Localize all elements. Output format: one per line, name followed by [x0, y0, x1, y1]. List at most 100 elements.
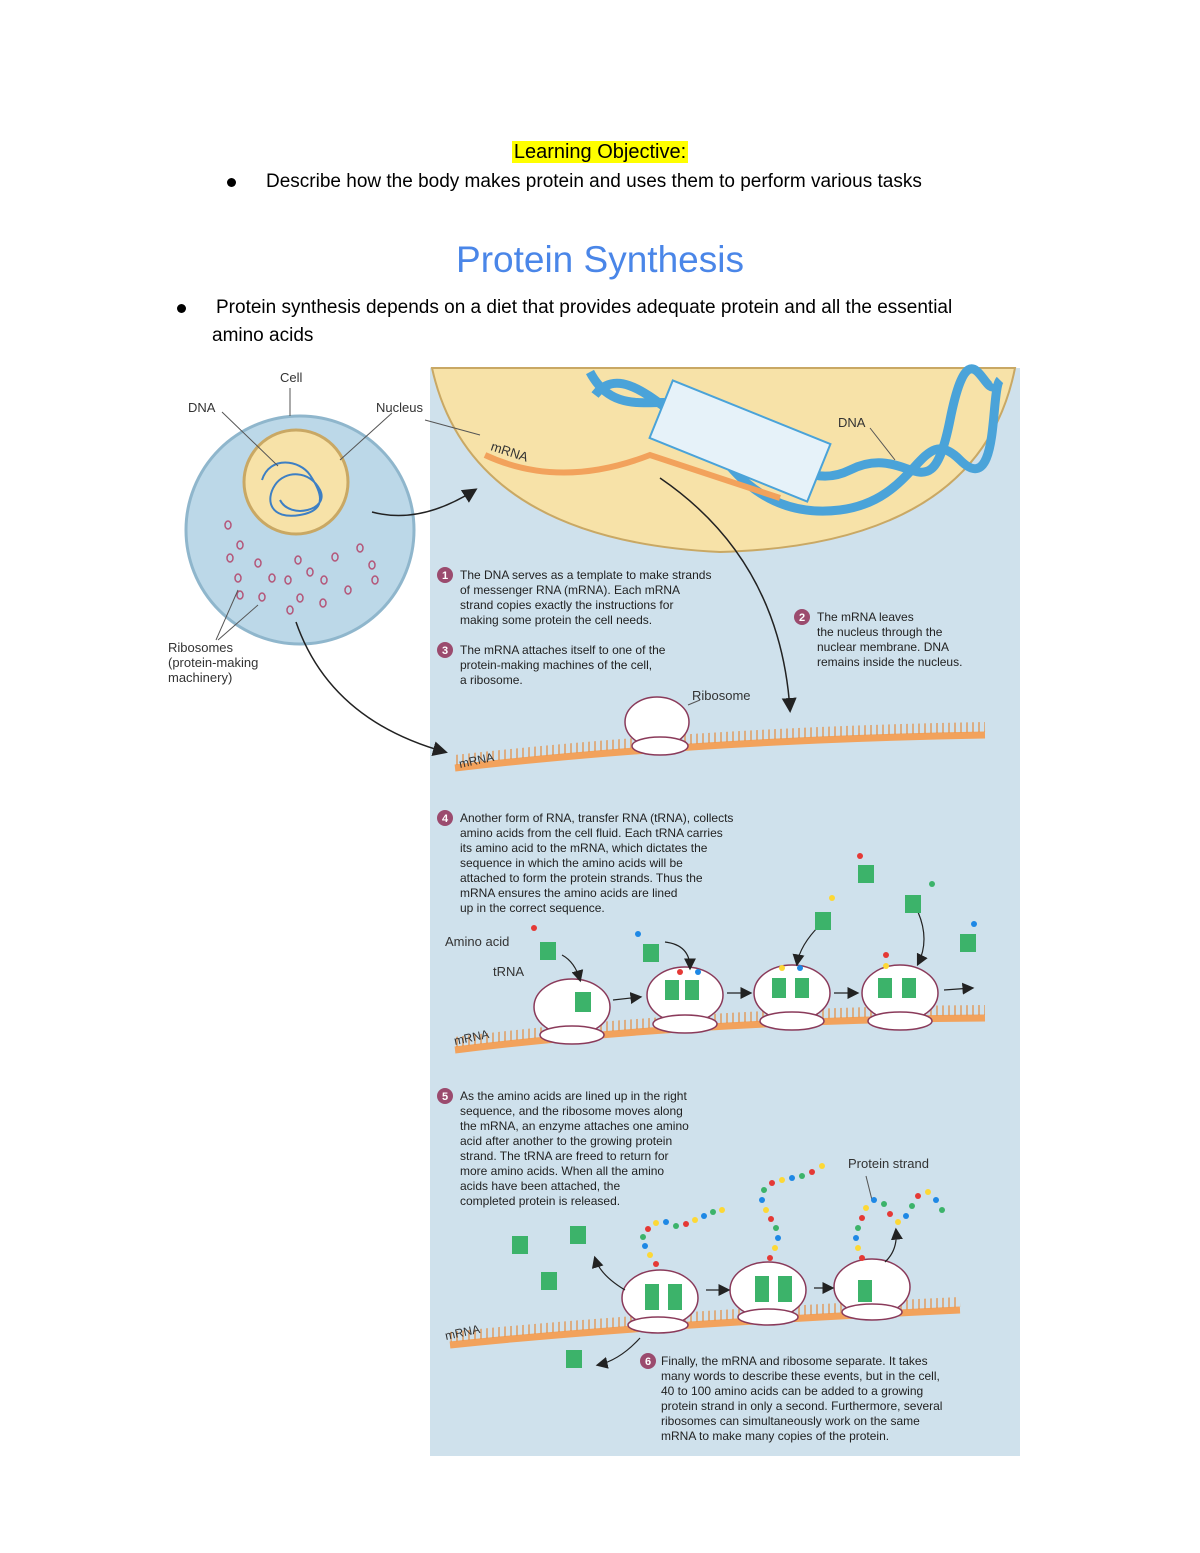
- step-6-text: Finally, the mRNA and ribosome separate.…: [661, 1354, 928, 1368]
- arrow-mrna-leaves: [659, 477, 797, 713]
- step-2-text: the nucleus through the: [817, 625, 943, 639]
- protein-chain-1: [640, 1207, 725, 1267]
- stage-3-mrna: [454, 722, 986, 772]
- step-3-text: a ribosome.: [460, 673, 523, 687]
- step-6-text: 40 to 100 amino acids can be added to a …: [661, 1384, 923, 1398]
- trna-icon: [512, 1236, 528, 1254]
- trna-icon: [575, 992, 591, 1012]
- step-4-text: sequence in which the amino acids will b…: [460, 856, 683, 870]
- step-3-badge: [437, 642, 453, 658]
- step-4-text: mRNA ensures the amino acids are lined: [460, 886, 677, 900]
- ribosome-stage5-1: [621, 1269, 699, 1334]
- amino-acid-label: Amino acid: [445, 934, 509, 949]
- page-title: Protein Synthesis: [456, 239, 744, 280]
- trna-icon: [960, 934, 976, 952]
- step-5-text: more amino acids. When all the amino: [460, 1164, 664, 1178]
- step-1-text: making some protein the cell needs.: [460, 613, 652, 627]
- step-5-text: strand. The tRNA are freed to return for: [460, 1149, 669, 1163]
- amino-acid-dot: [883, 963, 889, 969]
- amino-acid-dot: [883, 952, 889, 958]
- step-2-text: remains inside the nucleus.: [817, 655, 962, 669]
- step-2-number: 2: [799, 612, 805, 624]
- step-6-number: 6: [645, 1356, 651, 1368]
- bullet-dot: [227, 178, 236, 187]
- ribosome-small-subunit: [631, 736, 689, 756]
- step-1-number: 1: [442, 570, 448, 582]
- trna-icon: [858, 865, 874, 883]
- step-4-text: up in the correct sequence.: [460, 901, 605, 915]
- dna-unwound-region: [648, 379, 832, 503]
- protein-chain-2: [759, 1163, 825, 1261]
- step-4-text: attached to form the protein strands. Th…: [460, 871, 703, 885]
- trna-icon: [540, 942, 556, 960]
- protein-strand-label: Protein strand: [848, 1156, 929, 1171]
- trna-icon: [772, 978, 786, 998]
- step-2-text: nuclear membrane. DNA: [817, 640, 949, 654]
- dna-label-large: DNA: [838, 415, 866, 430]
- trna-icon: [668, 1284, 682, 1310]
- step-4-text: amino acids from the cell fluid. Each tR…: [460, 826, 723, 840]
- trna-icon: [643, 944, 659, 962]
- step-4-number: 4: [442, 813, 449, 825]
- step-4-badge: [437, 810, 453, 826]
- step-1-text: strand copies exactly the instructions f…: [460, 598, 673, 612]
- step-1-text: The DNA serves as a template to make str…: [460, 568, 711, 582]
- amino-acid-dot: [635, 931, 641, 937]
- trna-icon: [815, 912, 831, 930]
- step-5-text: the mRNA, an enzyme attaches one amino: [460, 1119, 689, 1133]
- amino-acid-dot: [971, 921, 977, 927]
- step-5-text: acid after another to the growing protei…: [460, 1134, 672, 1148]
- bullet-dot: [177, 304, 186, 313]
- trna-icon: [541, 1272, 557, 1290]
- ribosome-stage4-1: [533, 978, 611, 1045]
- ribosome-label: Ribosome: [692, 688, 751, 703]
- trna-icon: [905, 895, 921, 913]
- learning-objective-heading: Learning Objective:: [511, 141, 689, 163]
- step-6-text: protein strand in only a second. Further…: [661, 1399, 942, 1413]
- objective-item: Describe how the body makes protein and …: [266, 171, 922, 192]
- trna-icon: [778, 1276, 792, 1302]
- arrow-to-ribosome: [295, 621, 448, 757]
- step-5-text: acids have been attached, the: [460, 1179, 620, 1193]
- step-4-text: Another form of RNA, transfer RNA (tRNA)…: [460, 811, 733, 825]
- ribosomes-label-3: machinery): [168, 670, 232, 685]
- step-2-badge: [794, 609, 810, 625]
- step-5-number: 5: [442, 1091, 448, 1103]
- amino-acid-dot: [695, 969, 701, 975]
- step-3-text: The mRNA attaches itself to one of the: [460, 643, 666, 657]
- step-6-text: many words to describe these events, but…: [661, 1369, 940, 1383]
- protein-chain-3: [853, 1189, 945, 1261]
- dna-label-small: DNA: [188, 400, 216, 415]
- amino-acid-dot: [677, 969, 683, 975]
- step-3-number: 3: [442, 645, 448, 657]
- trna-icon: [795, 978, 809, 998]
- trna-label: tRNA: [493, 964, 524, 979]
- step-3-text: protein-making machines of the cell,: [460, 658, 652, 672]
- step-6-text: mRNA to make many copies of the protein.: [661, 1429, 889, 1443]
- ribosome-stage4-3: [753, 964, 831, 1031]
- step-6-badge: [640, 1353, 656, 1369]
- mrna-nucleus: [483, 451, 781, 501]
- trna-icon: [645, 1284, 659, 1310]
- cell-label: Cell: [280, 370, 303, 385]
- step-5-text: completed protein is released.: [460, 1194, 620, 1208]
- trna-icon: [878, 978, 892, 998]
- ribosome-stage4-4: [861, 964, 939, 1031]
- trna-icon: [858, 1280, 872, 1302]
- trna-icon: [665, 980, 679, 1000]
- amino-acid-dot: [829, 895, 835, 901]
- ribosomes-label: Ribosomes: [168, 640, 234, 655]
- step-4-text: its amino acid to the mRNA, which dictat…: [460, 841, 708, 855]
- bullet-text: Protein synthesis depends on a diet that…: [216, 297, 953, 318]
- amino-acid-dot: [531, 925, 537, 931]
- amino-acid-dot: [779, 965, 785, 971]
- trna-icon: [755, 1276, 769, 1302]
- step-6-text: ribosomes can simultaneously work on the…: [661, 1414, 920, 1428]
- amino-acid-dot: [857, 853, 863, 859]
- step-1-badge: [437, 567, 453, 583]
- arrow-to-nucleus: [371, 488, 478, 517]
- step-2-text: The mRNA leaves: [817, 610, 914, 624]
- step-1-text: of messenger RNA (mRNA). Each mRNA: [460, 583, 680, 597]
- amino-acid-dot: [929, 881, 935, 887]
